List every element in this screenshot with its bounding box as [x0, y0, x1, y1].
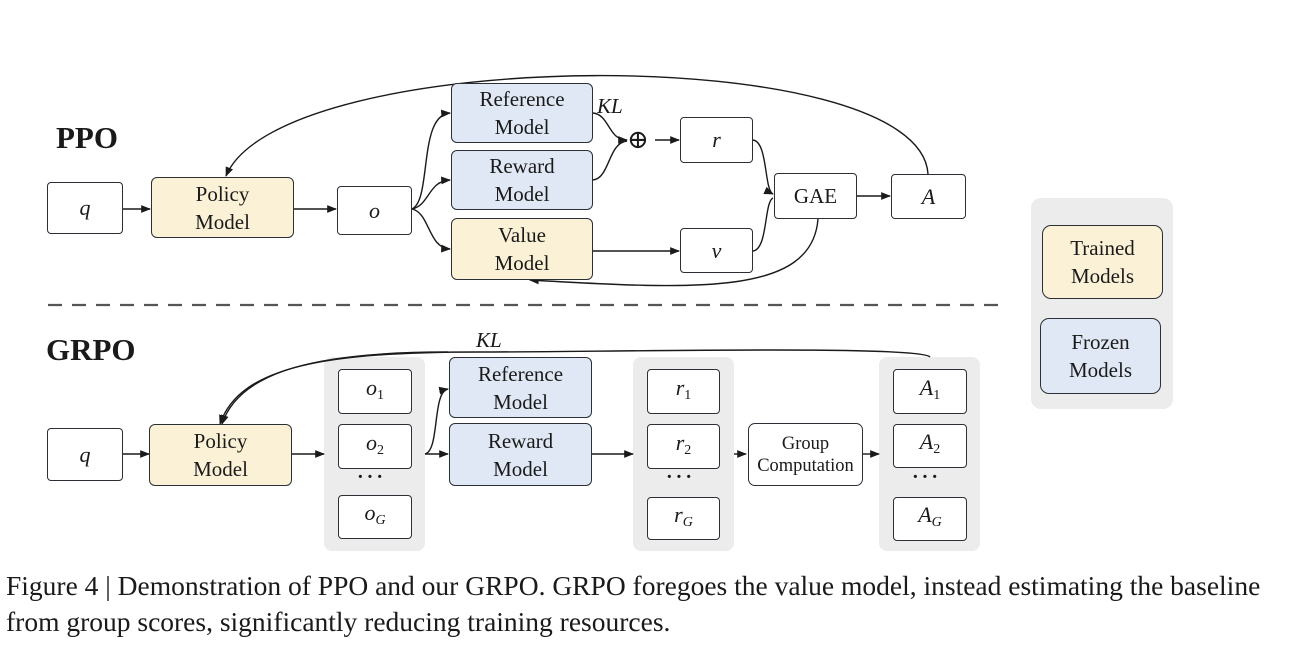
grpo-advantage-g-node: AG — [893, 497, 967, 541]
grpo-group-computation-line2: Computation — [757, 455, 854, 476]
ppo-query-label: q — [79, 195, 91, 220]
grpo-group-computation-line1: Group — [781, 433, 830, 454]
ppo-reward-r-label: r — [712, 127, 721, 152]
ppo-gae-node: GAE — [774, 173, 857, 219]
ppo-value-model-line1: Value — [498, 223, 546, 247]
grpo-reward-2-label: r2 — [675, 429, 692, 458]
grpo-outputs-ellipsis: ··· — [357, 466, 387, 488]
o-to-value-arrow — [411, 208, 451, 253]
ppo-reward-model-node: Reward Model — [451, 150, 593, 210]
grpo-output-1-label: o1 — [366, 374, 384, 403]
legend-trained-line2: Models — [1071, 264, 1134, 288]
ppo-reference-model-line1: Reference — [479, 87, 565, 111]
grpo-output-g-label: oG — [364, 500, 386, 528]
grpo-rewards-ellipsis: ··· — [666, 466, 696, 488]
ppo-policy-model-line2: Model — [195, 209, 250, 234]
grpo-output-2-node: o2 — [338, 424, 412, 469]
grpo-policy-model-node: Policy Model — [149, 424, 292, 486]
ppo-policy-model-node: Policy Model — [151, 177, 294, 238]
reference-to-plus-arrow — [592, 112, 628, 144]
grpo-reward-1-label: r1 — [675, 374, 692, 403]
grpo-reward-model-line2: Model — [493, 456, 548, 481]
ppo-reference-model-node: Reference Model — [451, 83, 593, 143]
ppo-value-model-line2: Model — [494, 251, 550, 275]
grpo-kl-label: KL — [476, 328, 502, 352]
grpo-reward-1-node: r1 — [647, 369, 720, 414]
grpo-query-label: q — [79, 441, 91, 467]
ppo-kl-label: KL — [597, 94, 623, 118]
gae-to-value-feedback-arrow — [529, 218, 819, 287]
ppo-reward-r-node: r — [680, 117, 753, 163]
o-to-reward-arrow — [411, 176, 451, 210]
legend-trained-models: Trained Models — [1042, 225, 1163, 299]
grpo-output-g-node: oG — [338, 495, 412, 539]
ppo-policy-model-line1: Policy — [195, 181, 250, 206]
ppo-reference-model-line2: Model — [494, 115, 550, 139]
grpo-advantage-1-label: A1 — [919, 374, 941, 403]
grpo-reference-model-line2: Model — [493, 389, 548, 414]
legend-frozen-models: Frozen Models — [1040, 318, 1161, 394]
ppo-advantage-label: A — [921, 183, 936, 209]
figure-caption: Figure 4 | Demonstration of PPO and our … — [6, 570, 1261, 637]
ppo-output-node: o — [337, 186, 412, 235]
ppo-gae-label: GAE — [793, 184, 838, 208]
grpo-advantage-2-node: A2 — [893, 424, 967, 468]
grpo-reward-model-line1: Reward — [487, 428, 554, 453]
ppo-advantage-node: A — [891, 174, 966, 219]
grpo-output-1-node: o1 — [338, 369, 412, 414]
ppo-plus-operator: ⊕ — [627, 125, 649, 154]
legend-trained-line1: Trained — [1070, 236, 1135, 260]
grpo-outputs-to-reference-arrow — [424, 386, 449, 455]
grpo-group-computation-node: Group Computation — [748, 423, 863, 486]
grpo-section-label: GRPO — [46, 332, 136, 367]
grpo-policy-model-line2: Model — [193, 457, 248, 481]
legend-frozen-line1: Frozen — [1071, 330, 1130, 354]
ppo-value-v-label: v — [711, 237, 722, 263]
v-to-gae-arrow — [752, 197, 774, 252]
ppo-section-label: PPO — [56, 120, 118, 155]
grpo-output-2-label: o2 — [366, 429, 384, 458]
legend-frozen-line2: Models — [1069, 358, 1132, 382]
grpo-policy-model-line1: Policy — [193, 429, 248, 453]
ppo-value-v-node: v — [680, 228, 753, 273]
a-to-policy-feedback-arrow — [225, 74, 929, 177]
grpo-reference-model-node: Reference Model — [449, 357, 592, 418]
r-to-gae-arrow — [752, 139, 774, 195]
reward-to-plus-arrow — [592, 140, 628, 181]
ppo-output-label: o — [369, 197, 380, 223]
grpo-advantage-g-label: AG — [918, 502, 942, 530]
ppo-reward-model-line1: Reward — [489, 154, 555, 178]
grpo-reference-kl-feedback-arrow — [221, 351, 449, 425]
grpo-advantage-2-label: A2 — [919, 429, 941, 457]
grpo-query-node: q — [47, 428, 123, 481]
ppo-value-model-node: Value Model — [451, 218, 593, 280]
grpo-reward-model-node: Reward Model — [449, 423, 592, 486]
grpo-advantage-1-node: A1 — [893, 369, 967, 414]
ppo-reward-model-line2: Model — [494, 182, 550, 206]
grpo-advantages-ellipsis: ··· — [912, 466, 942, 488]
grpo-reward-g-node: rG — [647, 497, 720, 540]
grpo-reward-g-label: rG — [674, 501, 693, 530]
grpo-reference-model-line1: Reference — [477, 361, 564, 386]
ppo-query-node: q — [47, 182, 123, 234]
grpo-reward-2-node: r2 — [647, 424, 720, 469]
o-to-reference-arrow — [411, 109, 451, 210]
